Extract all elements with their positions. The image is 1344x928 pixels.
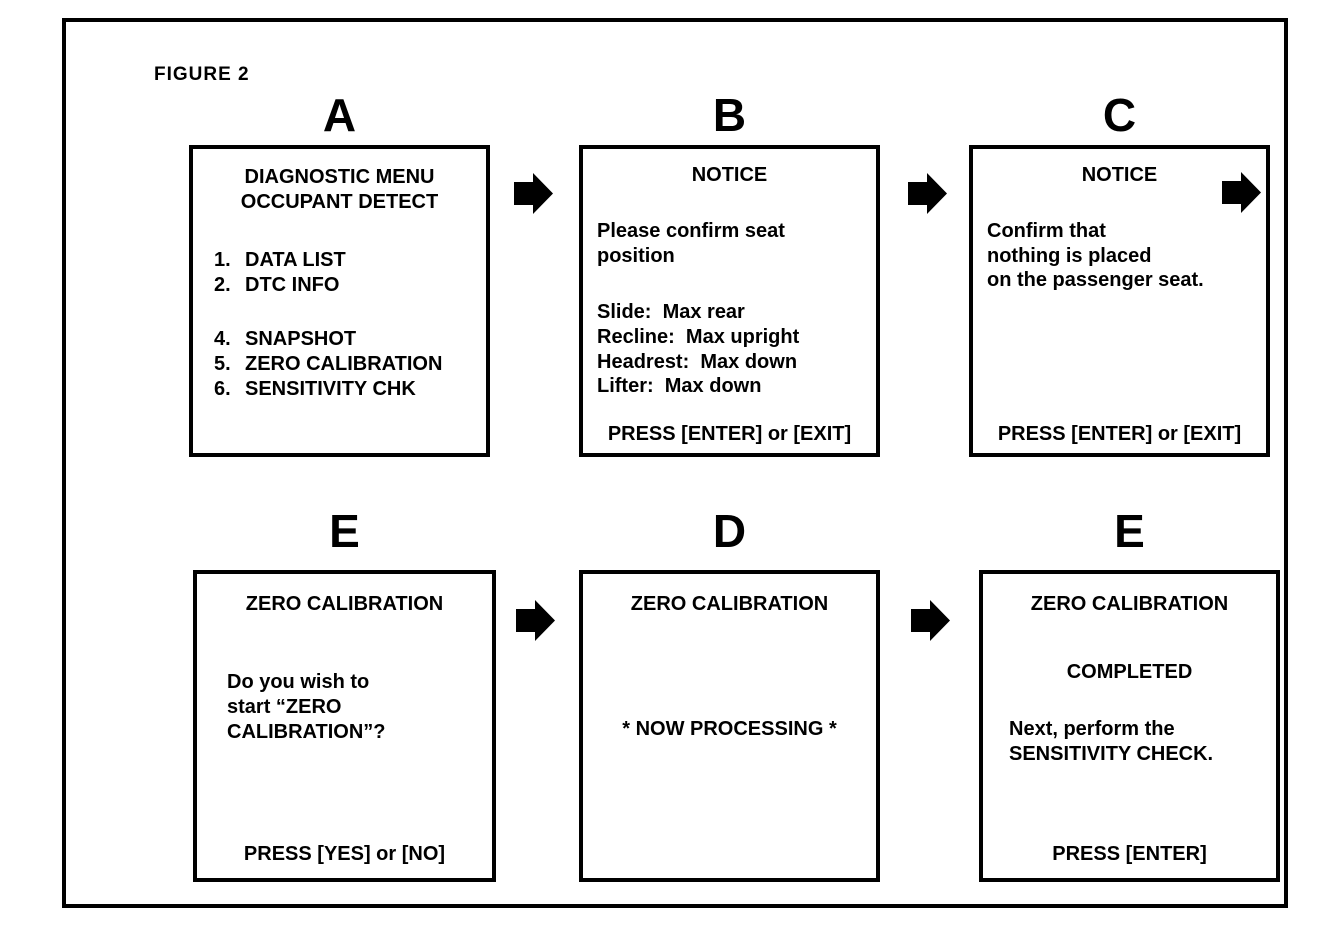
screen-a-title-line1: DIAGNOSTIC MENU bbox=[244, 166, 435, 188]
screen-e2-title: ZERO CALIBRATION bbox=[1030, 593, 1229, 615]
screen-d-title: ZERO CALIBRATION bbox=[630, 593, 829, 615]
menu-item-number: 4. bbox=[214, 328, 231, 350]
menu-item-label: DTC INFO bbox=[245, 274, 340, 296]
screen-b-body-line: position bbox=[597, 245, 675, 267]
screen-a-label: A bbox=[322, 89, 357, 141]
screen-b-notice-seat-position: NOTICE Please confirm seat position Slid… bbox=[579, 145, 880, 457]
figure-title: FIGURE 2 bbox=[154, 64, 250, 85]
screen-c-title: NOTICE bbox=[1081, 164, 1158, 186]
menu-item-data-list: 1. DATA LIST bbox=[214, 248, 346, 273]
screen-c-label: C bbox=[1102, 89, 1137, 141]
menu-item-dtc-info: 2. DTC INFO bbox=[214, 273, 339, 298]
screen-b-title: NOTICE bbox=[691, 164, 768, 186]
screen-b-label: B bbox=[712, 89, 747, 141]
menu-item-label: DATA LIST bbox=[245, 249, 346, 271]
screen-e-zero-calibration-completed: ZERO CALIBRATION COMPLETED Next, perform… bbox=[979, 570, 1280, 882]
menu-item-sensitivity-chk: 6. SENSITIVITY CHK bbox=[214, 377, 416, 402]
screen-b-body-line: Please confirm seat bbox=[597, 220, 785, 242]
menu-item-number: 1. bbox=[214, 249, 231, 271]
flow-arrow-icon bbox=[514, 172, 554, 215]
screen-a-diagnostic-menu: DIAGNOSTIC MENU OCCUPANT DETECT 1. DATA L… bbox=[189, 145, 490, 457]
screen-c-press-prompt: PRESS [ENTER] or [EXIT] bbox=[997, 423, 1242, 445]
screen-d-zero-calibration-processing: ZERO CALIBRATION * NOW PROCESSING * bbox=[579, 570, 880, 882]
screen-a-title-line2: OCCUPANT DETECT bbox=[240, 191, 439, 213]
menu-item-snapshot: 4. SNAPSHOT bbox=[214, 327, 356, 352]
menu-item-label: SENSITIVITY CHK bbox=[245, 378, 416, 400]
menu-item-label: ZERO CALIBRATION bbox=[245, 353, 443, 375]
menu-item-number: 5. bbox=[214, 353, 231, 375]
screen-c-body-line: Confirm that bbox=[987, 220, 1106, 242]
screen-d-label: D bbox=[712, 505, 747, 557]
flow-arrow-icon bbox=[1222, 171, 1262, 214]
screen-c-body-line: nothing is placed bbox=[987, 245, 1152, 267]
screen-b-detail-lifter: Lifter: Max down bbox=[597, 375, 762, 397]
screen-d-processing-text: * NOW PROCESSING * bbox=[622, 718, 837, 740]
screen-e-zero-calibration-confirm: ZERO CALIBRATION Do you wish to start “Z… bbox=[193, 570, 496, 882]
screen-e2-body-line: SENSITIVITY CHECK. bbox=[1009, 743, 1214, 765]
menu-item-zero-calibration: 5. ZERO CALIBRATION bbox=[214, 352, 442, 377]
screen-c-body-line: on the passenger seat. bbox=[987, 269, 1204, 291]
screen-b-detail-recline: Recline: Max upright bbox=[597, 326, 800, 348]
screen-b-detail-headrest: Headrest: Max down bbox=[597, 351, 798, 373]
screen-e2-subtitle: COMPLETED bbox=[1066, 661, 1193, 683]
screen-e2-body-line: Next, perform the bbox=[1009, 718, 1175, 740]
screen-e1-body-line: start “ZERO bbox=[227, 696, 342, 718]
screen-e1-body-line: CALIBRATION”? bbox=[227, 721, 386, 743]
screen-e1-label: E bbox=[329, 505, 360, 557]
screen-e2-label: E bbox=[1114, 505, 1145, 557]
screen-e1-body-line: Do you wish to bbox=[227, 671, 370, 693]
screen-e1-title: ZERO CALIBRATION bbox=[245, 593, 444, 615]
menu-item-number: 2. bbox=[214, 274, 231, 296]
flow-arrow-icon bbox=[911, 599, 951, 642]
flow-arrow-icon bbox=[516, 599, 556, 642]
menu-item-label: SNAPSHOT bbox=[245, 328, 357, 350]
screen-e1-press-prompt: PRESS [YES] or [NO] bbox=[243, 843, 446, 865]
figure-border: FIGURE 2 A B C DIAGNOSTIC MENU OCCUPANT … bbox=[62, 18, 1288, 908]
screen-b-press-prompt: PRESS [ENTER] or [EXIT] bbox=[607, 423, 852, 445]
menu-item-number: 6. bbox=[214, 378, 231, 400]
screen-e2-press-prompt: PRESS [ENTER] bbox=[1052, 843, 1207, 865]
screen-b-detail-slide: Slide: Max rear bbox=[597, 301, 745, 323]
flow-arrow-icon bbox=[908, 172, 948, 215]
screen-c-notice-passenger-seat: NOTICE Confirm that nothing is placed on… bbox=[969, 145, 1270, 457]
